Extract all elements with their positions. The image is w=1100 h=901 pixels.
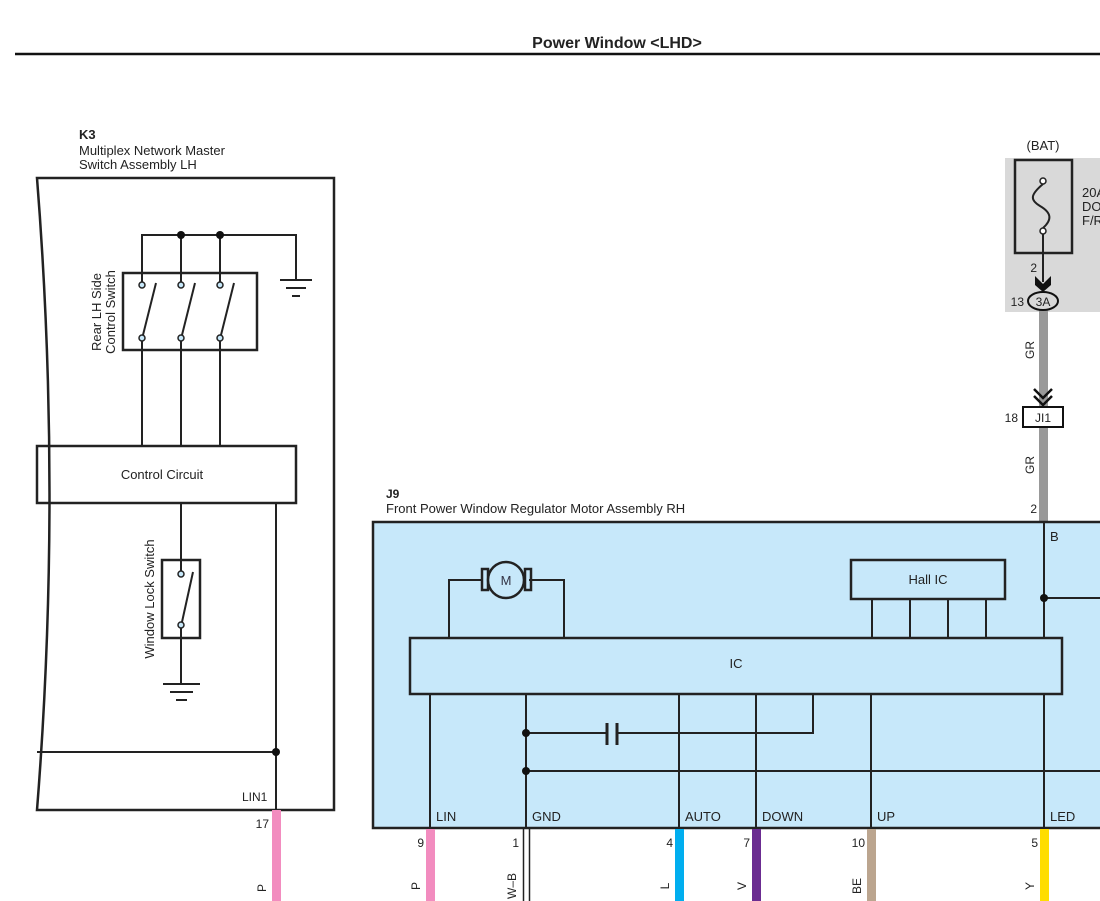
junction-dot <box>522 729 530 737</box>
junction-dot <box>177 231 185 239</box>
wire-color-down: V <box>735 882 749 890</box>
ground-icon <box>280 279 312 297</box>
wire-be <box>867 829 876 901</box>
connector-label: 3A <box>1036 295 1051 309</box>
fuse-pin: 2 <box>1030 261 1037 275</box>
wire-p <box>272 810 281 901</box>
motor-label: M <box>501 573 512 588</box>
fuse-block <box>1005 158 1100 312</box>
k3-component: K3 Multiplex Network Master Switch Assem… <box>35 127 336 901</box>
k3-name-line1: Multiplex Network Master <box>79 143 226 158</box>
fuse-rating: 20A <box>1082 185 1100 200</box>
junction-dot <box>1040 594 1048 602</box>
wire-color-up: BE <box>850 878 864 894</box>
j9-b-pin: 2 <box>1030 502 1037 516</box>
fuse-name-2: F/R <box>1082 213 1100 228</box>
wire-w-b <box>522 829 531 901</box>
ic-label: IC <box>730 656 743 671</box>
capacitor-icon <box>605 723 619 745</box>
junction-dot <box>522 767 530 775</box>
terminal-lin: LIN <box>436 809 456 824</box>
motor-icon <box>486 560 526 600</box>
k3-id: K3 <box>79 127 96 142</box>
j9-id: J9 <box>386 487 400 501</box>
pin-auto: 4 <box>666 836 673 850</box>
wire-color-auto: L <box>658 882 672 889</box>
ic-box <box>408 636 1064 696</box>
terminal-up: UP <box>877 809 895 824</box>
k3-wire-color: P <box>255 884 269 892</box>
rear-switch-label-1: Rear LH Side <box>89 273 104 351</box>
junction-pin: 18 <box>1005 411 1019 425</box>
pin-up: 10 <box>852 836 866 850</box>
connector-pin: 13 <box>1011 295 1025 309</box>
terminal-auto: AUTO <box>685 809 721 824</box>
j9-name: Front Power Window Regulator Motor Assem… <box>386 501 685 516</box>
double-chevron-icon <box>1033 388 1053 407</box>
junction-dot <box>272 748 280 756</box>
pin-down: 7 <box>743 836 750 850</box>
switch-contacts <box>138 273 235 446</box>
rear-switch-label-2: Control Switch <box>103 270 118 354</box>
wire-color-2: GR <box>1023 456 1037 474</box>
window-lock-switch-label: Window Lock Switch <box>142 539 157 658</box>
pin-led: 5 <box>1031 836 1038 850</box>
b-terminal: B <box>1050 529 1059 544</box>
k3-terminal-label: LIN1 <box>242 790 268 804</box>
k3-pin: 17 <box>256 817 270 831</box>
wire-color-gnd: W–B <box>505 873 519 899</box>
hall-ic-label: Hall IC <box>908 572 947 587</box>
control-circuit-box <box>35 444 298 505</box>
junction-label: JI1 <box>1035 411 1051 425</box>
arrow-icon <box>1035 276 1051 292</box>
k3-box <box>35 176 336 812</box>
junction-dot <box>216 231 224 239</box>
wire-y <box>1040 829 1049 901</box>
connector-3a <box>1027 291 1059 311</box>
wire-color-lin: P <box>409 882 423 890</box>
wire-l <box>675 829 684 901</box>
page-title: Power Window <LHD> <box>532 35 702 52</box>
fuse-icon <box>1031 177 1051 235</box>
rear-lh-switch-box <box>121 271 259 352</box>
wire-color-led: Y <box>1023 882 1037 890</box>
bat-label: (BAT) <box>1027 138 1060 153</box>
j9-component: J9 Front Power Window Regulator Motor As… <box>371 487 1100 901</box>
k3-name-line2: Switch Assembly LH <box>79 157 197 172</box>
wire-color-1: GR <box>1023 341 1037 359</box>
terminal-gnd: GND <box>532 809 561 824</box>
control-circuit-label: Control Circuit <box>121 467 204 482</box>
wire-p <box>426 829 435 901</box>
junction-ji1 <box>1022 406 1064 428</box>
terminal-led: LED <box>1050 809 1075 824</box>
terminal-down: DOWN <box>762 809 803 824</box>
ground-icon <box>163 683 200 701</box>
wire-v <box>752 829 761 901</box>
pin-lin: 9 <box>417 836 424 850</box>
fuse-name-1: DO <box>1082 199 1100 214</box>
hall-ic-box <box>849 558 1007 601</box>
power-source: (BAT) 20A DO F/R 2 3A 13 GR JI1 18 GR 2 <box>1005 138 1100 522</box>
pin-gnd: 1 <box>512 836 519 850</box>
